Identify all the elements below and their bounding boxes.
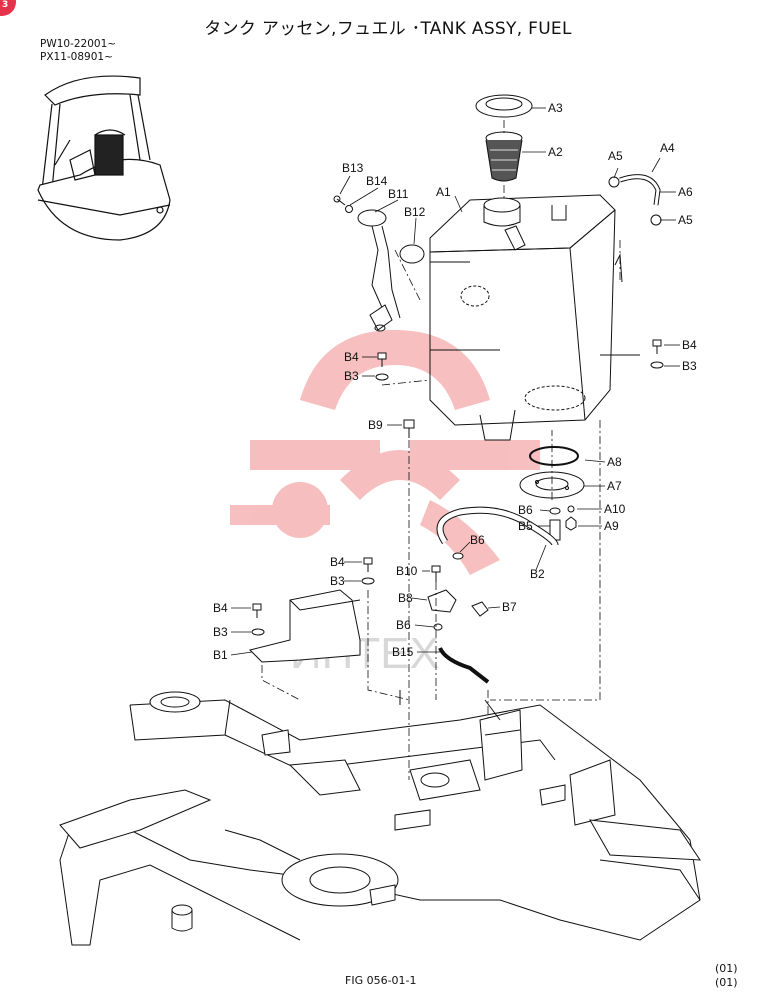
label-B1: B1 — [213, 648, 228, 662]
label-B3-bracket: B3 — [213, 625, 228, 639]
label-B15: B15 — [392, 645, 414, 659]
part-B13-screw — [333, 195, 346, 206]
figure-number: FIG 056-01-1 — [345, 974, 417, 987]
part-B4-bolt-center — [363, 557, 373, 572]
label-B11: B11 — [388, 187, 409, 201]
part-B8-valve — [427, 589, 457, 613]
part-B3-washer-bracket — [251, 628, 265, 636]
part-B4-bolt-bracket — [252, 603, 262, 618]
label-B10: B10 — [396, 564, 418, 578]
label-B7: B7 — [502, 600, 517, 614]
label-B6-middle: B6 — [470, 533, 485, 547]
label-B5: B5 — [518, 519, 533, 533]
label-A1: A1 — [436, 185, 451, 199]
part-B15-hose — [438, 647, 490, 684]
label-B2: B2 — [530, 567, 545, 581]
label-B14: B14 — [366, 174, 388, 188]
machine-frame — [59, 690, 701, 946]
part-B3-washer-center — [361, 577, 375, 585]
label-B13: B13 — [342, 161, 364, 175]
assembly-guide-lines — [261, 120, 621, 780]
label-A2: A2 — [548, 145, 563, 159]
part-B12-gasket — [399, 244, 425, 264]
part-B5-elbow — [549, 519, 561, 541]
label-A7: A7 — [607, 479, 622, 493]
label-B4-left: B4 — [344, 350, 359, 364]
label-A6: A6 — [678, 185, 693, 199]
part-A4-hose — [608, 174, 662, 283]
part-A9-plug — [565, 516, 577, 531]
part-labels: A3 A2 A5 A4 A6 A5 A1 B13 B14 B11 B12 B4 … — [213, 101, 697, 662]
label-B12: B12 — [404, 205, 426, 219]
serial-2: PX11-08901~ — [40, 51, 113, 63]
label-A4: A4 — [660, 141, 675, 155]
part-B14-washer — [345, 205, 353, 213]
label-B3-center: B3 — [330, 574, 345, 588]
part-A3-ring — [475, 94, 533, 118]
label-A5-upper: A5 — [608, 149, 623, 163]
revision-1: (01) — [715, 962, 738, 975]
part-A2-strainer — [485, 131, 523, 182]
serial-1: PW10-22001~ — [40, 38, 117, 50]
label-B8: B8 — [398, 591, 413, 605]
part-B6-clamp-upper — [549, 507, 561, 515]
part-B7-elbow — [471, 601, 489, 617]
part-B4-bolt-right — [652, 339, 662, 354]
revision-2: (01) — [715, 976, 738, 989]
label-A8: A8 — [607, 455, 622, 469]
part-A10-washer — [567, 505, 575, 513]
label-B3-left: B3 — [344, 369, 359, 383]
part-B11-fuel-gauge — [357, 209, 401, 332]
part-A8-oring — [529, 446, 579, 466]
page-title: タンク アッセン,フュエル ･TANK ASSY, FUEL — [204, 19, 572, 39]
label-B6-upper: B6 — [518, 503, 533, 517]
part-B6-clamp-lower — [433, 623, 443, 631]
label-B9: B9 — [368, 418, 383, 432]
part-B4-bolt-left — [377, 352, 387, 367]
label-B4-center: B4 — [330, 555, 345, 569]
part-B2-hose — [436, 506, 559, 560]
label-A9: A9 — [604, 519, 619, 533]
part-B3-washer-right — [650, 361, 664, 369]
part-B10-bolt — [431, 565, 441, 582]
label-A10: A10 — [604, 502, 626, 516]
label-B6-lower: B6 — [396, 618, 411, 632]
part-B3-washer-left — [375, 373, 389, 381]
machine-thumbnail — [37, 75, 171, 241]
label-B4-bracket: B4 — [213, 601, 228, 615]
part-B9-bolt — [403, 419, 415, 438]
part-A1-fuel-tank — [429, 194, 640, 441]
watermark-logo — [230, 330, 540, 575]
leader-lines — [230, 107, 680, 656]
label-A3: A3 — [548, 101, 563, 115]
label-B3-right: B3 — [682, 359, 697, 373]
label-A5-lower: A5 — [678, 213, 693, 227]
label-B4-right: B4 — [682, 338, 697, 352]
part-B1-bracket — [249, 589, 361, 663]
badge-text: 3 — [2, 0, 9, 10]
